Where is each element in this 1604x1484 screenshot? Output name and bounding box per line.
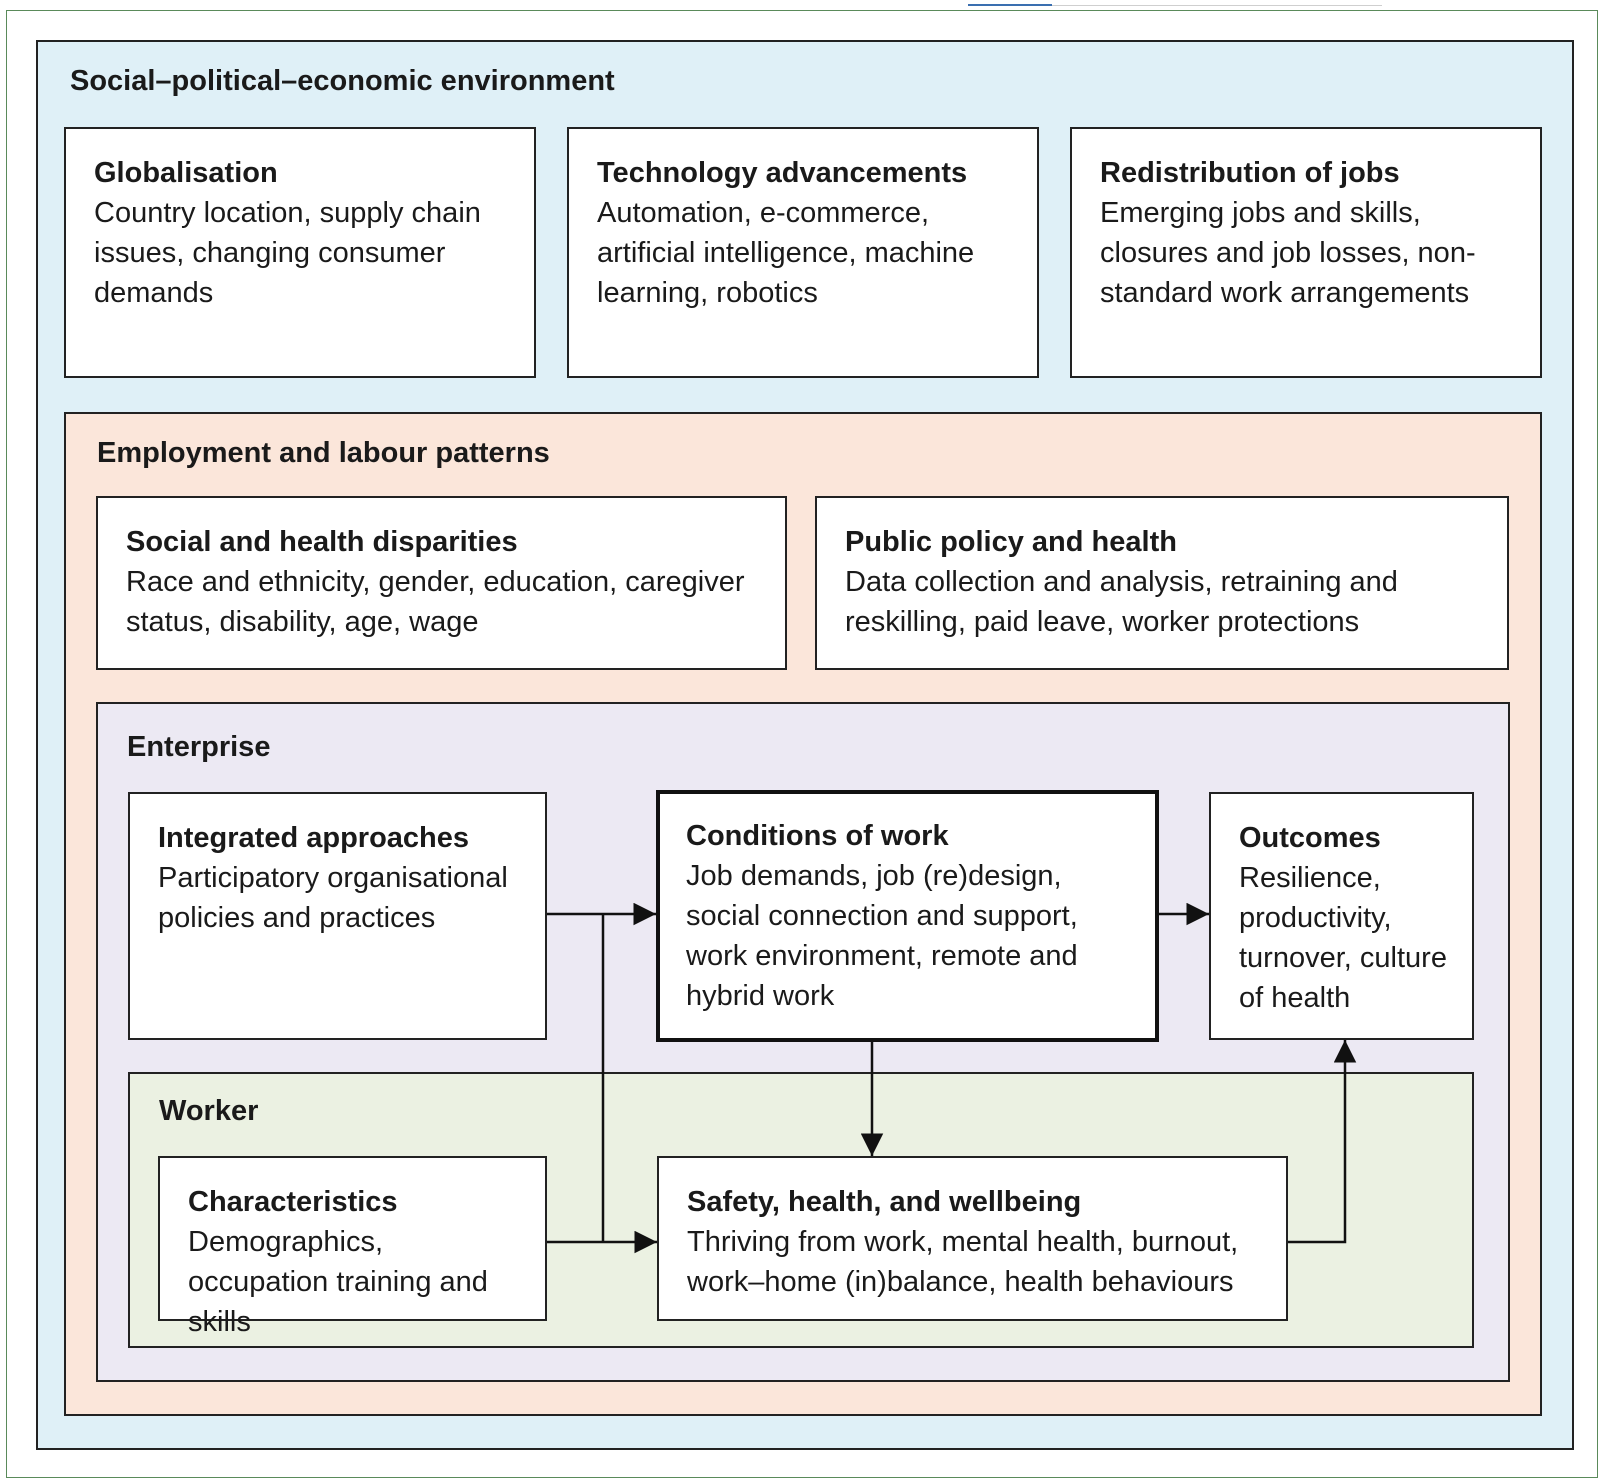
safety-desc: Thriving from work, mental health, burno… (687, 1226, 1239, 1298)
conditions-title: Conditions of work (686, 820, 949, 852)
figure-border (6, 10, 1598, 1478)
conditions-of-work-box: Conditions of work Job demands, job (re)… (656, 790, 1159, 1042)
enterprise-title: Enterprise (127, 731, 271, 763)
outcomes-box: Outcomes Resilience, productivity, turno… (1209, 792, 1474, 1040)
integrated-title: Integrated approaches (158, 822, 470, 854)
outcomes-desc: Resilience, productivity, turnover, cult… (1239, 862, 1447, 1014)
integrated-approaches-box: Integrated approaches Participatory orga… (128, 792, 547, 1040)
characteristics-box: Characteristics Demographics, occupation… (158, 1156, 547, 1338)
policy-desc: Data collection and analysis, retraining… (845, 566, 1398, 638)
disparities-title: Social and health disparities (126, 526, 518, 558)
technology-box: Technology advancements Automation, e-co… (567, 127, 1039, 378)
worker-title: Worker (159, 1095, 259, 1127)
technology-desc: Automation, e-commerce, artificial intel… (597, 197, 975, 309)
characteristics-title: Characteristics (188, 1186, 398, 1218)
policy-box: Public policy and health Data collection… (815, 496, 1509, 670)
redistribution-box: Redistribution of jobs Emerging jobs and… (1070, 127, 1542, 378)
characteristics-desc: Demographics, occupation training and sk… (188, 1226, 488, 1338)
conditions-desc: Job demands, job (re)design, social conn… (686, 860, 1078, 1012)
redistribution-desc: Emerging jobs and skills, closures and j… (1100, 197, 1476, 309)
globalisation-box: Globalisation Country location, supply c… (64, 127, 536, 378)
disparities-box: Social and health disparities Race and e… (96, 496, 787, 670)
disparities-desc: Race and ethnicity, gender, education, c… (126, 566, 745, 638)
technology-title: Technology advancements (597, 157, 968, 189)
safety-health-wellbeing-box: Safety, health, and wellbeing Thriving f… (657, 1156, 1288, 1321)
top-divider-line (1052, 5, 1382, 6)
outcomes-title: Outcomes (1239, 822, 1381, 854)
globalisation-desc: Country location, supply chain issues, c… (94, 197, 481, 309)
globalisation-title: Globalisation (94, 157, 278, 189)
redistribution-title: Redistribution of jobs (1100, 157, 1400, 189)
integrated-desc: Participatory organisational policies an… (158, 862, 508, 934)
safety-title: Safety, health, and wellbeing (687, 1186, 1082, 1218)
top-accent-line (968, 4, 1052, 6)
policy-title: Public policy and health (845, 526, 1177, 558)
labour-title: Employment and labour patterns (97, 437, 550, 469)
environment-title: Social–political–economic environment (70, 65, 615, 97)
